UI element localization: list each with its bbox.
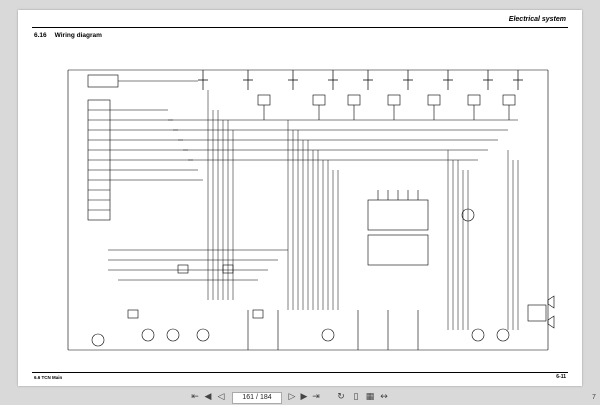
page-number-input[interactable]: 161/184 <box>232 392 282 404</box>
harness-vertical <box>207 90 519 330</box>
footer-page-number: 6-11 <box>556 374 566 380</box>
fuse-row <box>198 70 523 90</box>
switch-module <box>367 190 475 266</box>
harness-horizontal <box>108 119 518 281</box>
wiring-diagram <box>67 69 555 351</box>
next-page-icon[interactable]: ▷ <box>288 392 296 402</box>
footer-document-id: 6.6 TCN Main <box>34 375 63 380</box>
page-icon[interactable]: ▯ <box>353 392 359 402</box>
previous-page-icon[interactable]: ◀ <box>204 392 212 402</box>
document-page: Electrical system 6.16 Wiring diagram <box>18 10 582 386</box>
page-separator: / <box>256 394 258 401</box>
last-page-icon[interactable]: ⇥ <box>312 392 320 402</box>
pdf-viewer-toolbar: ⇤ ◀ ◁ 161/184 ▷ ▶ ⇥ ↻ ▯ ▦ ↔ 7 <box>0 391 600 405</box>
relay-cluster-left <box>127 264 264 319</box>
footer-rule <box>32 372 568 373</box>
section-heading: 6.16 Wiring diagram <box>34 32 110 39</box>
connector-block-left <box>87 99 203 221</box>
relay-row <box>257 94 516 120</box>
zoom-level[interactable]: 7 <box>592 394 596 401</box>
scroll-left-icon[interactable]: ◁ <box>217 392 225 402</box>
first-page-icon[interactable]: ⇤ <box>191 392 199 402</box>
rotate-icon[interactable]: ↻ <box>337 392 345 402</box>
page-header-section: Electrical system <box>508 16 566 23</box>
fit-width-icon[interactable]: ↔ <box>380 392 388 402</box>
next-page-filled-icon[interactable]: ▶ <box>300 392 308 402</box>
ignition-switch <box>87 74 198 88</box>
total-pages: 184 <box>259 394 272 401</box>
current-page: 161 <box>242 394 255 401</box>
section-number: 6.16 <box>34 32 47 39</box>
header-rule <box>32 27 568 28</box>
bottom-components <box>91 295 555 350</box>
section-title: Wiring diagram <box>54 32 102 39</box>
grid-view-icon[interactable]: ▦ <box>365 392 375 402</box>
